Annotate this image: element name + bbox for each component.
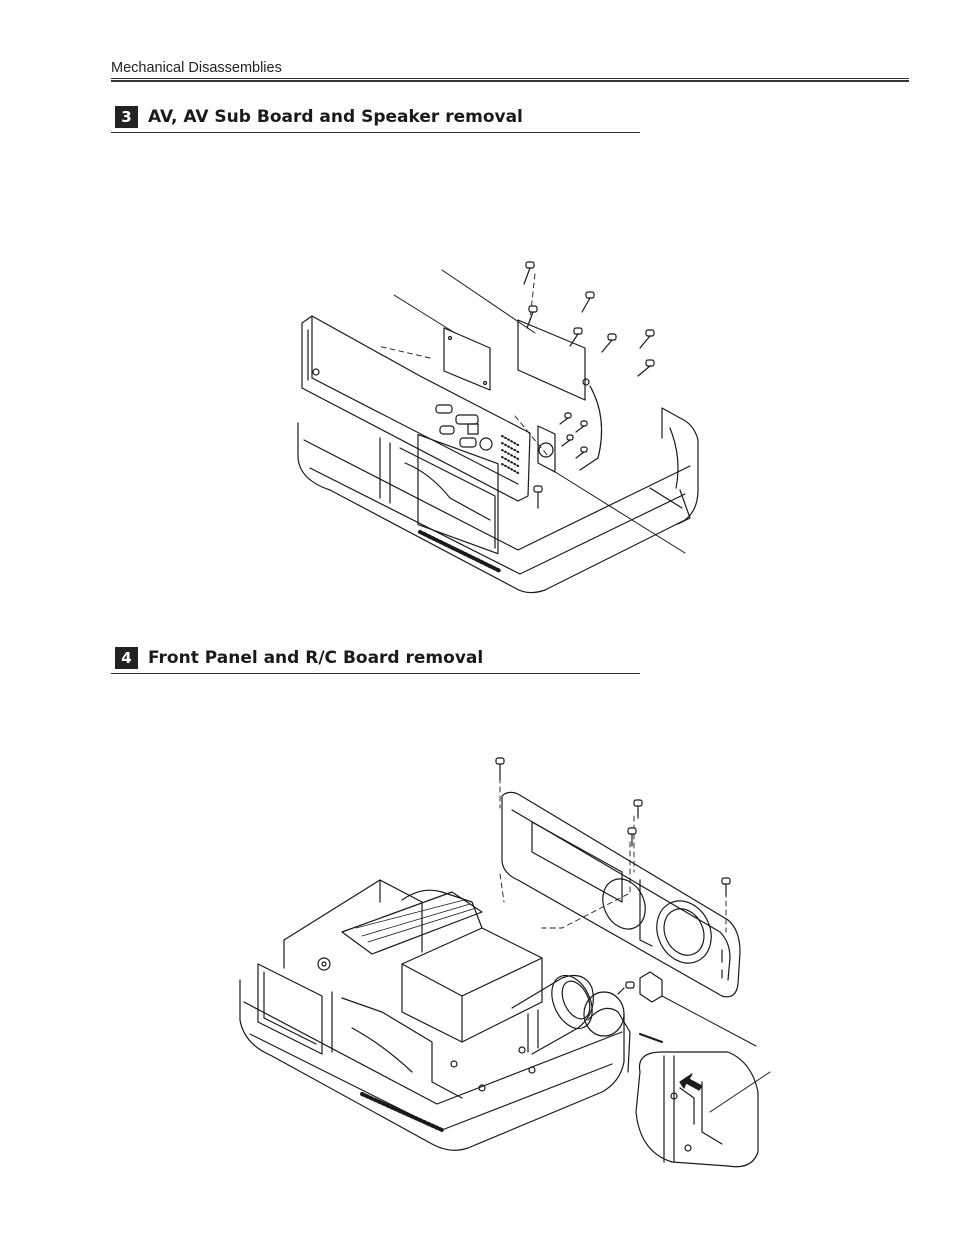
leader-lines [662,996,770,1112]
page-header-label: Mechanical Disassemblies [111,60,282,76]
bottom-vent-grille [362,1094,442,1130]
bottom-vent-grille [420,532,500,571]
projector-base-edge [250,1034,612,1130]
header-rule [111,78,909,79]
heat-sink [342,890,482,954]
section-4-number-badge: 4 [115,647,138,669]
section-3-number-badge: 3 [115,106,138,128]
front-panel [502,792,740,996]
screws [496,758,730,994]
connector-ports [436,405,492,450]
projector-body-outline [298,408,698,593]
section-3-heading: 3 AV, AV Sub Board and Speaker removal [111,106,640,133]
leader-lines [394,270,685,553]
direction-arrow-icon [680,1074,702,1090]
speaker-grille [502,436,520,474]
section-4-title: Front Panel and R/C Board removal [148,648,484,668]
lens-barrel [512,969,600,1054]
screws [524,262,654,508]
projector-body-outline [240,980,624,1150]
front-panel-removal-diagram [232,752,780,1170]
section-4-heading: 4 Front Panel and R/C Board removal [111,647,640,674]
projector-base-edge [310,468,685,574]
rear-panel-outline [302,316,530,501]
speaker [538,426,555,472]
detail-zoom-inset [584,992,758,1167]
av-sub-board [444,328,490,390]
section-3-title: AV, AV Sub Board and Speaker removal [148,107,523,127]
av-board [518,320,589,400]
header-rule-thick [111,80,909,82]
av-board-removal-diagram [290,258,710,603]
rc-board [640,972,662,1002]
